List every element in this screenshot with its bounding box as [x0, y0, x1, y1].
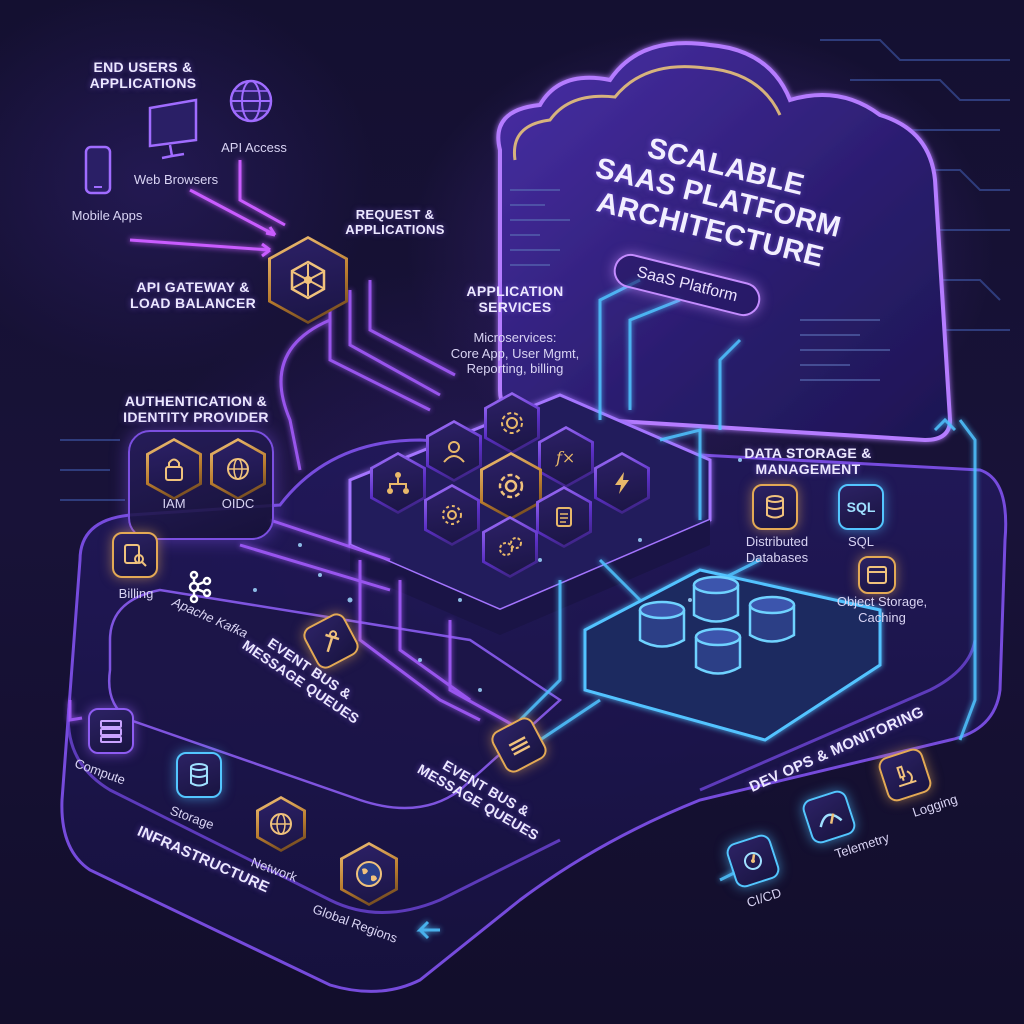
- pipeline-icon: [737, 845, 770, 878]
- gauge-icon: [812, 802, 845, 832]
- globe-icon: [228, 78, 274, 128]
- distributed-db-tile[interactable]: [752, 484, 798, 530]
- api-access-label: API Access: [206, 140, 302, 156]
- billing-search-icon: [122, 542, 148, 568]
- earth-icon: [354, 859, 384, 889]
- function-icon: f×: [553, 444, 579, 470]
- billing-tile[interactable]: [112, 532, 158, 578]
- app-services-description: Microservices: Core App, User Mgmt, Repo…: [440, 330, 590, 377]
- monitor-icon: [144, 98, 204, 166]
- app-services-heading: Application Services: [450, 284, 580, 315]
- auth-heading: Authentication & Identity Provider: [116, 394, 276, 425]
- message-queue-icon: [501, 727, 536, 762]
- sql-tile[interactable]: SQL: [838, 484, 884, 530]
- gateway-heading: API Gateway & Load Balancer: [118, 280, 268, 311]
- mobile-phone-icon: [84, 145, 112, 199]
- iam-label: IAM: [144, 496, 204, 512]
- window-icon: [866, 565, 888, 585]
- hierarchy-icon: [385, 470, 411, 496]
- network-globe-icon: [268, 811, 294, 837]
- sql-badge-label: SQL: [847, 499, 876, 515]
- mobile-apps-label: Mobile Apps: [52, 208, 162, 224]
- server-rack-icon: [98, 718, 124, 744]
- svg-text:f×: f×: [555, 448, 575, 467]
- cogs-icon: [496, 534, 524, 560]
- oidc-label: OIDC: [208, 496, 268, 512]
- event-wrench-icon: [313, 623, 348, 658]
- data-storage-heading: Data Storage & Management: [728, 446, 888, 477]
- object-storage-tile[interactable]: [858, 556, 896, 594]
- gear-icon: [497, 472, 525, 500]
- compute-tile[interactable]: [88, 708, 134, 754]
- microscope-icon: [889, 759, 922, 792]
- database-icon: [187, 762, 211, 788]
- distributed-db-label: Distributed Databases: [722, 534, 832, 565]
- end-users-heading: End Users & Applications: [78, 60, 208, 91]
- request-heading: Request & Applications: [330, 208, 460, 237]
- network-node-icon: [286, 258, 330, 302]
- web-browsers-label: Web Browsers: [118, 172, 234, 188]
- gear-icon: [439, 502, 465, 528]
- user-icon: [441, 438, 467, 464]
- sql-label: SQL: [838, 534, 884, 550]
- object-storage-label: Object Storage, Caching: [822, 594, 942, 625]
- document-icon: [551, 504, 577, 530]
- database-icon: [763, 494, 787, 520]
- globe-icon: [225, 456, 251, 482]
- gear-icon: [499, 410, 525, 436]
- storage-tile[interactable]: [176, 752, 222, 798]
- lightning-icon: [609, 470, 635, 496]
- lock-icon: [162, 456, 186, 482]
- database-cylinders: [630, 565, 810, 689]
